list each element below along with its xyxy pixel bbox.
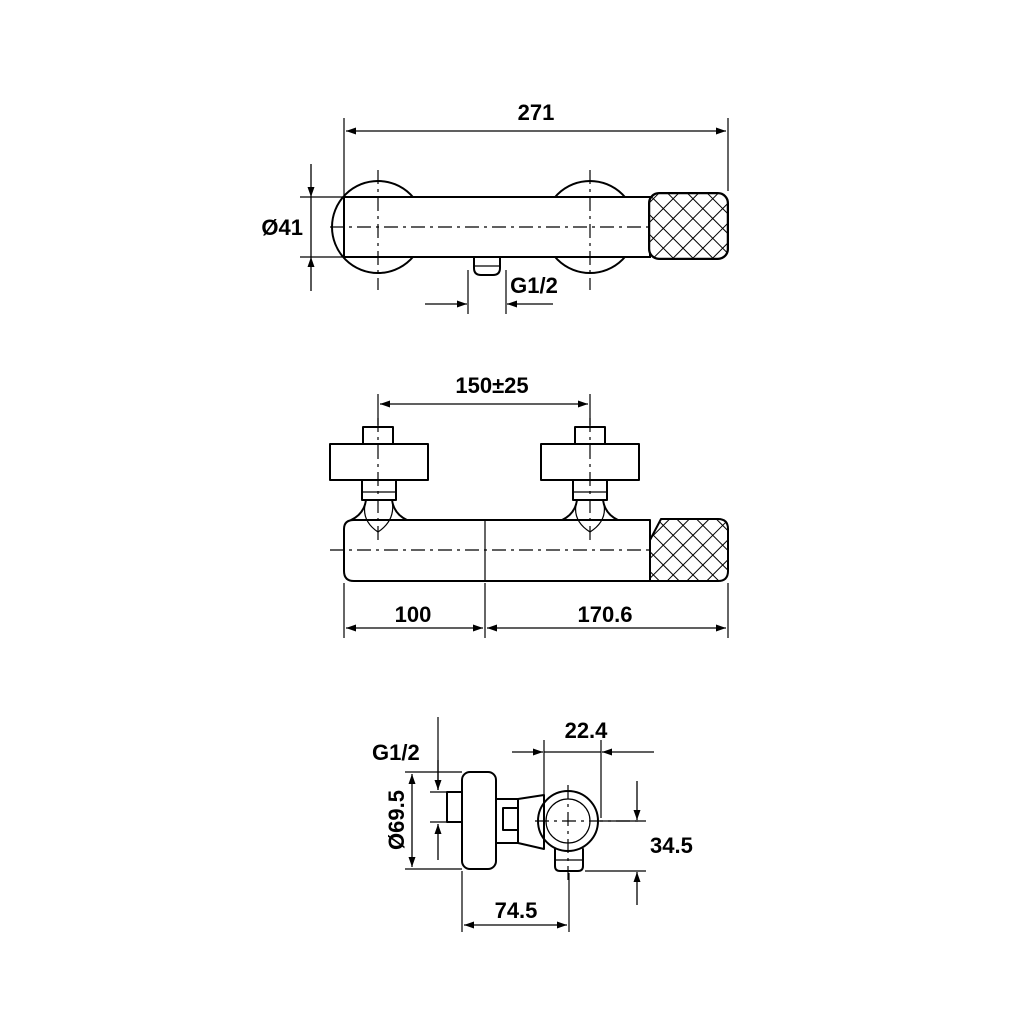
dim-34-5: 34.5 (650, 833, 693, 858)
dim-g12-side: G1/2 (372, 740, 420, 765)
side-outlet (554, 848, 584, 872)
top-view: 271 Ø41 G1/2 (261, 100, 729, 314)
dim-170-6: 170.6 (577, 602, 632, 627)
dim-diameter-69-5: Ø69.5 (384, 790, 409, 850)
dim-diameter-41: Ø41 (261, 215, 303, 240)
dim-271: 271 (518, 100, 555, 125)
dim-74-5: 74.5 (495, 898, 538, 923)
front-knurled-handle (650, 519, 728, 581)
top-outlet (473, 256, 501, 276)
dim-150-25: 150±25 (455, 373, 528, 398)
front-view: 150±25 100 170.6 (329, 373, 729, 638)
dim-100: 100 (395, 602, 432, 627)
side-flange (461, 771, 497, 870)
dim-g12-top: G1/2 (510, 273, 558, 298)
top-knurled-handle (649, 193, 728, 259)
side-view: G1/2 Ø69.5 22.4 34.5 74.5 (372, 717, 693, 932)
front-left-connector (329, 426, 429, 533)
side-nipple (446, 791, 463, 823)
dim-22-4: 22.4 (565, 718, 609, 743)
